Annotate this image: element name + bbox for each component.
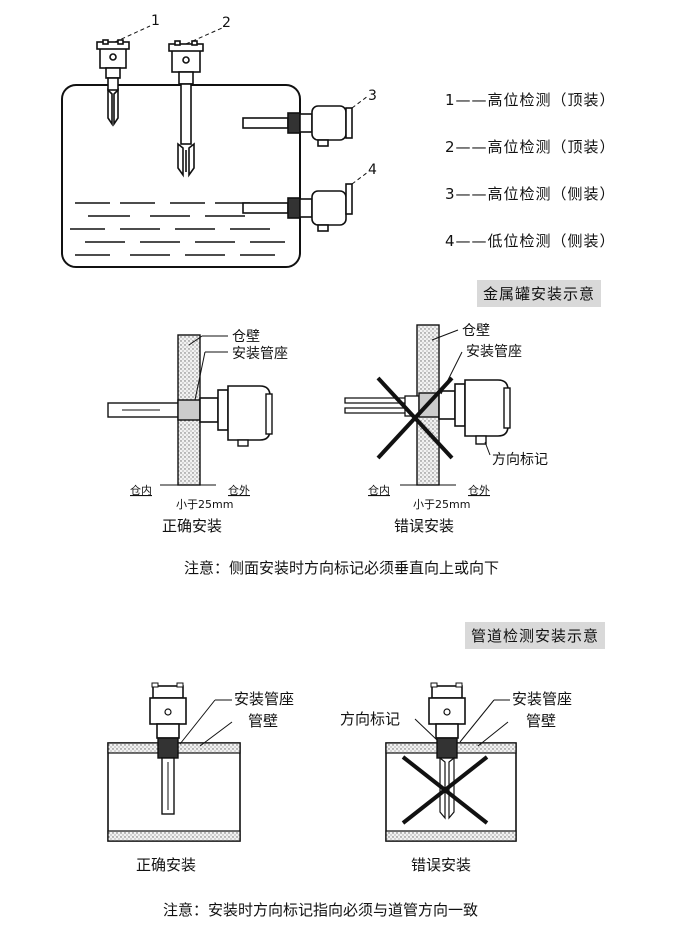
side-correct-caption: 正确安装 [162,517,222,535]
side-mount-note: 注意：侧面安装时方向标记必须垂直向上或向下 [184,559,500,577]
side-correct-wall-label: 仓壁 [232,329,260,345]
pipe-wrong-diagram [385,682,517,842]
sensor-2 [168,40,204,178]
side-wrong-direction-label: 方向标记 [492,452,548,468]
side-wrong-gap-label: 小于25mm [413,498,470,511]
side-wrong-wall-label: 仓壁 [462,323,490,339]
side-correct-seat-label: 安装管座 [232,346,288,362]
legend-item-1: 1——高位检测（顶装） [445,91,616,109]
marker-1: 1 [151,13,160,29]
marker-2: 2 [222,15,231,31]
pipe-mount-note: 注意：安装时方向标记指向必须与道管方向一致 [163,901,479,919]
pipe-wrong-direction-label: 方向标记 [340,710,400,728]
pipe-correct-caption: 正确安装 [136,856,196,874]
sensor-3 [242,105,353,147]
pipe-wrong-seat-label: 安装管座 [512,690,572,708]
side-correct-inside-label: 仓内 [130,483,152,497]
legend-item-3: 3——高位检测（侧装） [445,185,616,203]
side-wrong-caption: 错误安装 [394,517,454,535]
side-wrong-diagram [344,324,511,486]
pipe-correct-diagram [107,682,241,842]
marker-3: 3 [368,88,377,104]
side-wrong-outside-label: 仓外 [468,483,490,497]
sensor-1 [96,39,130,127]
legend-item-4: 4——低位检测（侧装） [445,232,616,250]
pipe-wrong-caption: 错误安装 [411,856,471,874]
pipe-correct-seat-label: 安装管座 [234,690,294,708]
pipe-wrong-wall-label: 管壁 [526,712,556,730]
legend-item-2: 2——高位检测（顶装） [445,138,616,156]
marker-4: 4 [368,162,377,178]
side-correct-diagram [107,334,273,486]
pipe-correct-wall-label: 管壁 [248,712,278,730]
side-correct-gap-label: 小于25mm [176,498,233,511]
side-wrong-inside-label: 仓内 [368,483,390,497]
pipe-detection-banner: 管道检测安装示意 [465,622,606,649]
sensor-4 [242,183,353,232]
side-correct-outside-label: 仓外 [228,483,250,497]
side-wrong-seat-label: 安装管座 [466,344,522,360]
metal-tank-banner: 金属罐安装示意 [477,280,602,307]
